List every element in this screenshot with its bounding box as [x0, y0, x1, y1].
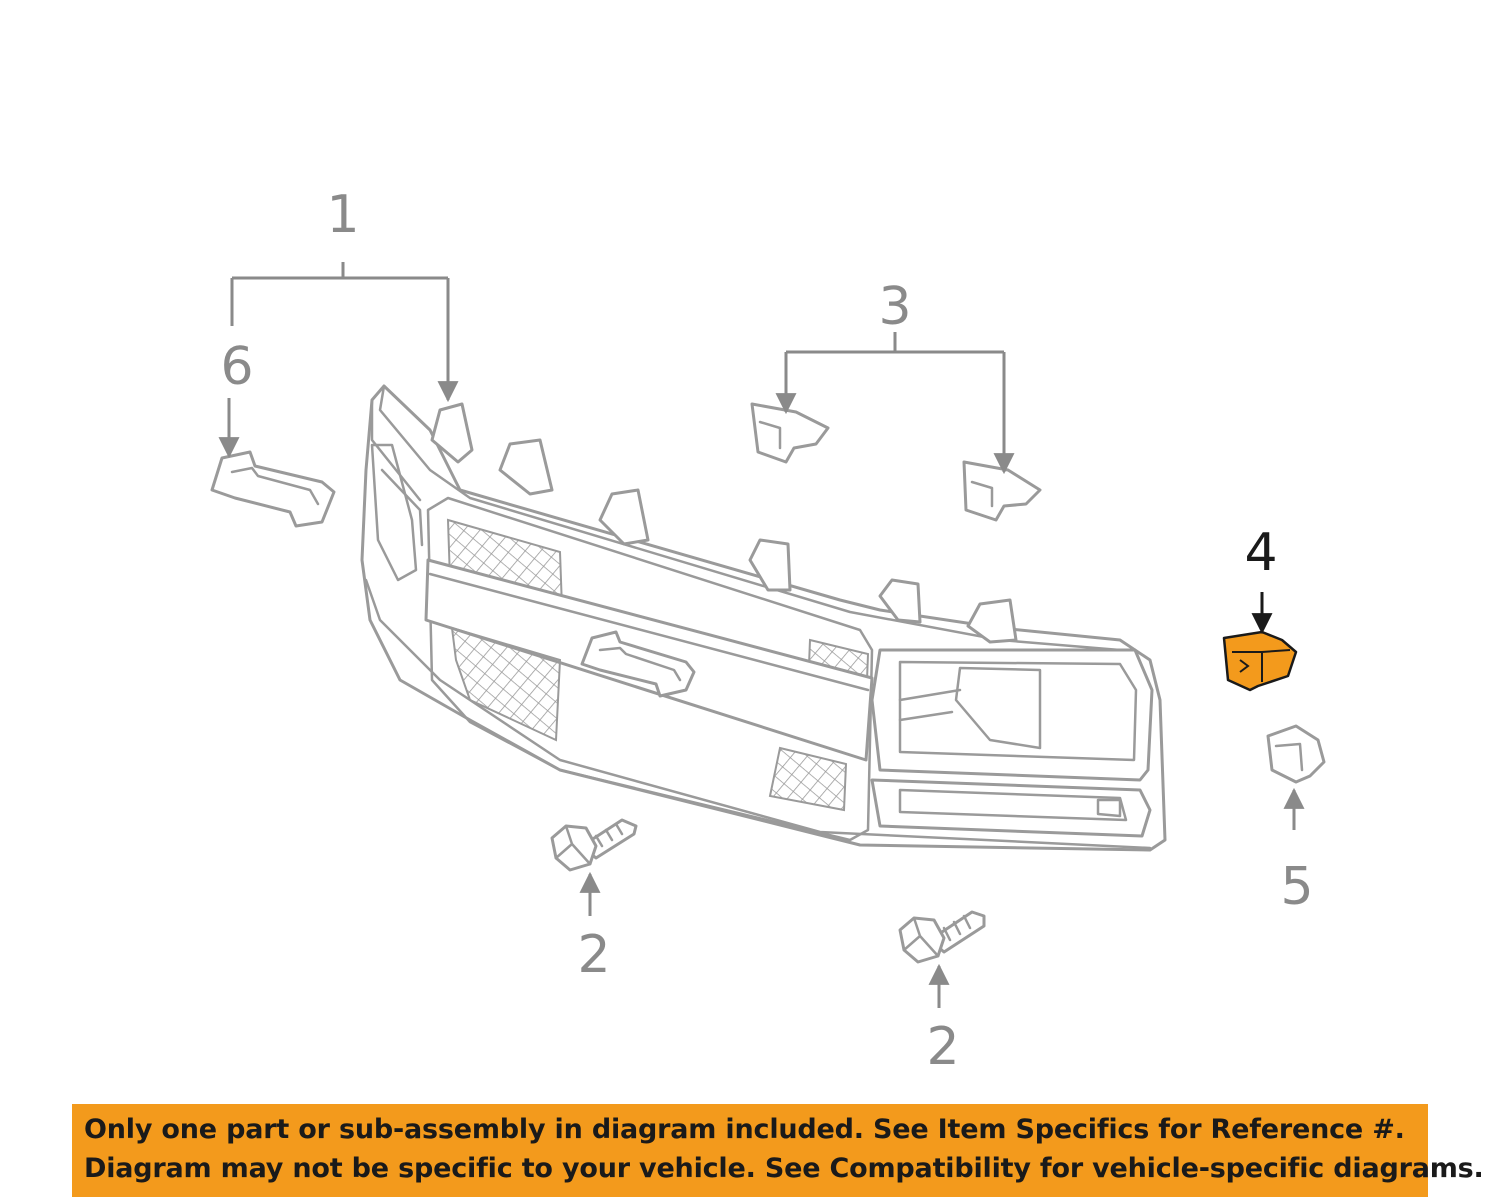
bowtie-emblem: [210, 450, 336, 528]
clip: [1266, 724, 1326, 784]
disclaimer-banner: Only one part or sub-assembly in diagram…: [72, 1104, 1484, 1197]
leader-lines: [218, 262, 1305, 1008]
bolt-right: [898, 910, 986, 964]
callout-3: 3: [878, 277, 911, 337]
callout-2-right: 2: [926, 1017, 959, 1077]
grille-assembly: [360, 384, 1167, 852]
highlighted-bracket: [1222, 630, 1298, 692]
callout-1: 1: [326, 185, 359, 245]
bracket-right: [962, 460, 1042, 522]
callout-2-left: 2: [577, 925, 610, 985]
bolt-left: [550, 818, 638, 872]
bracket-left: [750, 402, 830, 464]
callout-6: 6: [220, 337, 253, 397]
disclaimer-line-2: Diagram may not be specific to your vehi…: [84, 1153, 1484, 1184]
disclaimer-line-1: Only one part or sub-assembly in diagram…: [84, 1114, 1405, 1145]
callout-5: 5: [1280, 857, 1313, 917]
callout-4: 4: [1244, 523, 1277, 583]
